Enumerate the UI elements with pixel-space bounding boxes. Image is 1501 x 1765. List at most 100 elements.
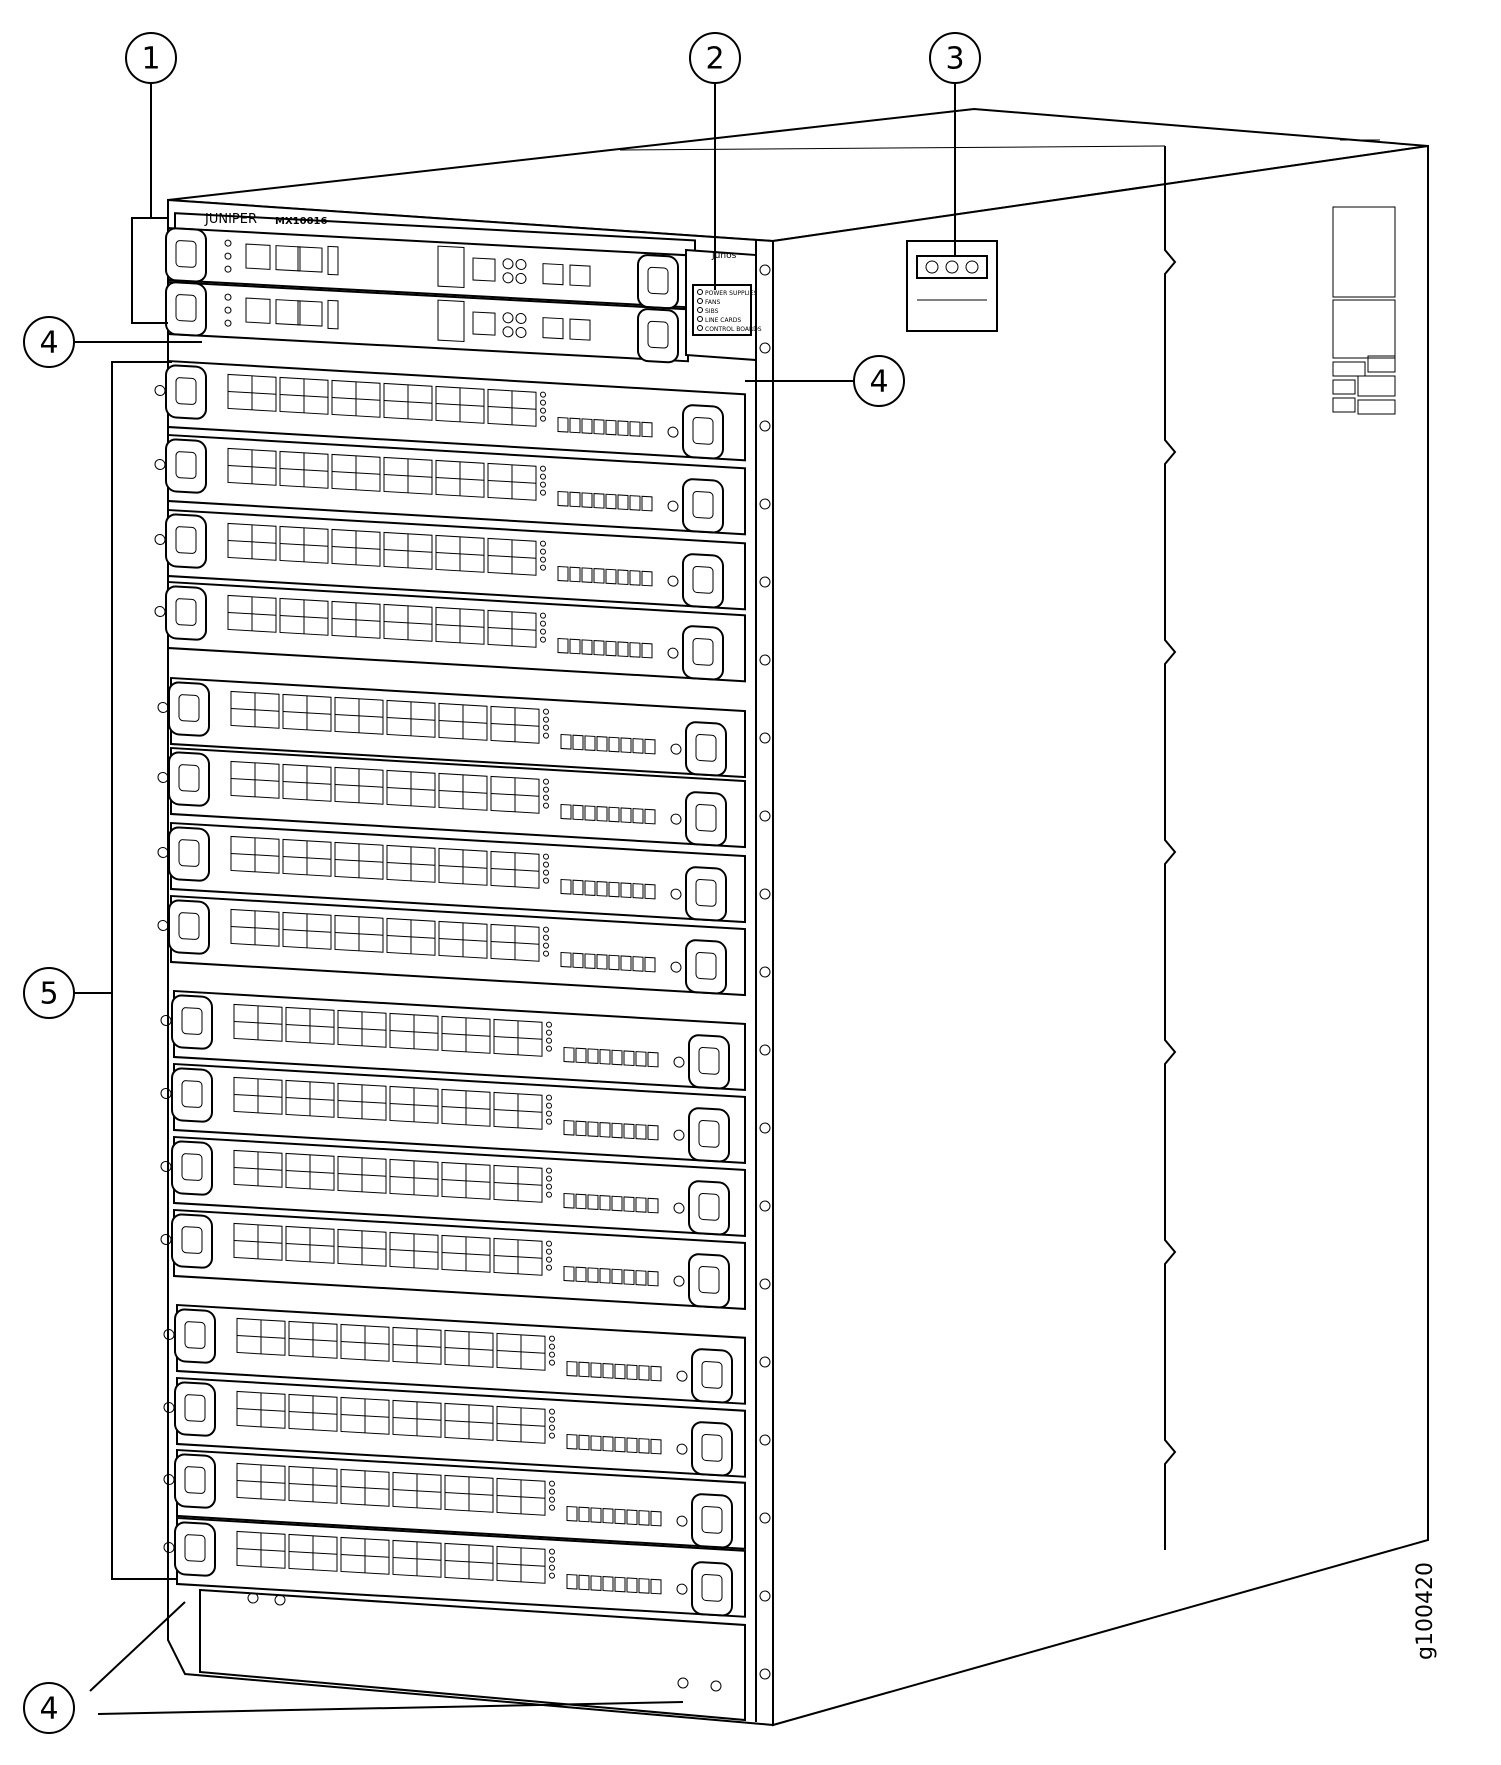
ejector-handle <box>168 681 210 737</box>
side-labels <box>1332 206 1396 415</box>
status-led-label: LINE CARDS <box>705 317 741 324</box>
ejector-handle <box>637 308 679 364</box>
callout-4: 4 <box>23 316 75 368</box>
side-handle <box>906 240 998 332</box>
rack-hole <box>759 1434 771 1446</box>
callout-circle <box>23 967 75 1019</box>
ejector-handle <box>171 1140 213 1196</box>
callout-circle <box>689 32 741 84</box>
ejector-handle <box>682 625 724 681</box>
callout-number: 4 <box>39 326 58 361</box>
routing-engine <box>165 280 689 364</box>
rack-hole <box>759 1512 771 1524</box>
ejector-handle <box>691 1348 733 1404</box>
ejector-handle <box>685 791 727 847</box>
line-card <box>154 359 746 462</box>
ejector-handle <box>165 281 207 337</box>
line-card <box>157 894 746 997</box>
rack-hole <box>759 1122 771 1134</box>
ejector-handle <box>685 866 727 922</box>
ejector-handle <box>682 478 724 534</box>
callout-5: 5 <box>23 967 75 1019</box>
rack-hole <box>759 1668 771 1680</box>
ejector-handle <box>691 1421 733 1477</box>
side-panel-seam <box>1164 146 1177 1550</box>
callout-number: 5 <box>39 977 58 1012</box>
status-led-label: CONTROL BOARDS <box>705 326 762 333</box>
ejector-handle <box>688 1253 730 1309</box>
ejector-handle <box>174 1453 216 1509</box>
line-card <box>154 508 746 611</box>
ejector-handle <box>685 939 727 995</box>
line-card <box>157 676 746 779</box>
line-card <box>160 1135 746 1237</box>
line-card <box>160 1208 746 1310</box>
line-cards <box>154 359 746 1618</box>
callout-circle <box>125 32 177 84</box>
callout-number: 3 <box>945 42 964 77</box>
ejector-handle <box>165 438 207 494</box>
line-card <box>160 989 746 1091</box>
line-card <box>163 1448 746 1550</box>
line-card <box>157 746 746 849</box>
line-card <box>163 1516 746 1618</box>
rack-hole <box>759 888 771 900</box>
callout-number: 4 <box>869 365 888 400</box>
rack-hole <box>759 342 771 354</box>
line-card <box>163 1303 746 1405</box>
ejector-handle <box>168 899 210 955</box>
ejector-handle <box>682 404 724 460</box>
ejector-handle <box>688 1034 730 1090</box>
line-card <box>163 1376 746 1478</box>
ejector-handle <box>637 254 679 310</box>
callout-number: 1 <box>141 42 160 77</box>
ejector-handle <box>171 1213 213 1269</box>
rack-hole <box>759 1044 771 1056</box>
ejector-handle <box>165 513 207 569</box>
model-label: MX10016 <box>275 216 327 227</box>
rack-hole <box>759 654 771 666</box>
ejector-handle <box>171 994 213 1050</box>
rack-hole <box>759 498 771 510</box>
ejector-handle <box>688 1107 730 1163</box>
rack-mount-holes <box>759 264 771 1680</box>
ejector-handle <box>174 1381 216 1437</box>
rack-hole <box>759 966 771 978</box>
ejector-handle <box>682 553 724 609</box>
callout-circle <box>23 1682 75 1734</box>
callout-number: 2 <box>705 42 724 77</box>
ejector-handle <box>688 1180 730 1236</box>
ejector-handle <box>168 826 210 882</box>
callout-circle <box>23 316 75 368</box>
junos-logo: Junos <box>711 251 737 261</box>
routing-engines: JUNIPER MX10016 <box>165 212 696 364</box>
brand-logo: JUNIPER <box>204 212 257 227</box>
rack-hole <box>759 1278 771 1290</box>
callout-3: 3 <box>929 32 981 84</box>
rack-hole <box>759 1356 771 1368</box>
line-card <box>160 1062 746 1164</box>
ejector-handle <box>171 1067 213 1123</box>
ejector-handle <box>168 751 210 807</box>
rack-hole <box>759 1200 771 1212</box>
rack-hole <box>759 732 771 744</box>
rack-hole <box>759 1590 771 1602</box>
ejector-handle <box>691 1561 733 1617</box>
figure-id: g100420 <box>1413 1562 1438 1660</box>
callout-circle <box>929 32 981 84</box>
ejector-handle <box>174 1521 216 1577</box>
ejector-handle <box>165 364 207 420</box>
line-card <box>157 821 746 924</box>
rack-hole <box>759 264 771 276</box>
status-led-label: SIBS <box>705 308 719 315</box>
callout-number: 4 <box>39 1692 58 1727</box>
ejector-handle <box>174 1308 216 1364</box>
callout-4: 4 <box>853 355 905 407</box>
rack-hole <box>759 576 771 588</box>
ejector-handle <box>691 1493 733 1549</box>
ejector-handle <box>685 721 727 777</box>
rack-hole <box>759 810 771 822</box>
callouts: 1 2 3 4 4 5 4 <box>23 32 981 1734</box>
